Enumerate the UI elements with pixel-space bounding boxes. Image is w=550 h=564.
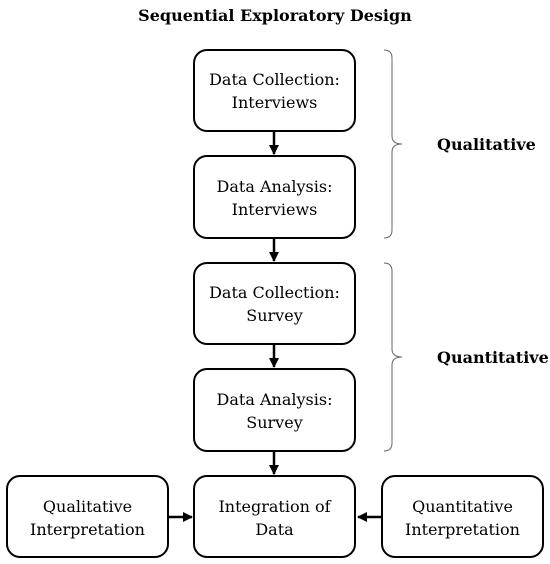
edges xyxy=(168,131,382,522)
node-label-line: Data Analysis: xyxy=(217,390,333,409)
node-label-line: Interpretation xyxy=(30,520,145,539)
node-label-line: Data Collection: xyxy=(209,283,340,302)
node-label-line: Integration of xyxy=(218,497,331,516)
node-qual-analysis: Data Analysis: Interviews xyxy=(193,155,356,239)
node-quant-collection: Data Collection: Survey xyxy=(193,262,356,345)
node-qual-interpretation: Qualitative Interpretation xyxy=(6,475,169,558)
node-label-line: Survey xyxy=(246,413,302,432)
qualitative-bracket xyxy=(383,49,403,239)
node-label-line: Survey xyxy=(246,306,302,325)
node-label-line: Data Collection: xyxy=(209,70,340,89)
node-label-line: Quantitative xyxy=(412,497,513,516)
node-qual-collection: Data Collection: Interviews xyxy=(193,49,356,132)
node-label-line: Interviews xyxy=(232,200,318,219)
node-label-line: Interpretation xyxy=(405,520,520,539)
node-label-line: Qualitative xyxy=(43,497,132,516)
phase-label-qualitative: Qualitative xyxy=(437,135,536,154)
node-quant-analysis: Data Analysis: Survey xyxy=(193,368,356,452)
node-quant-interpretation: Quantitative Interpretation xyxy=(381,475,544,558)
node-label-line: Data xyxy=(255,520,294,539)
quantitative-bracket xyxy=(383,262,403,452)
node-label-line: Interviews xyxy=(232,93,318,112)
phase-label-quantitative: Quantitative xyxy=(437,348,549,367)
node-integration: Integration of Data xyxy=(193,475,356,558)
diagram-title: Sequential Exploratory Design xyxy=(138,6,412,25)
node-label-line: Data Analysis: xyxy=(217,177,333,196)
